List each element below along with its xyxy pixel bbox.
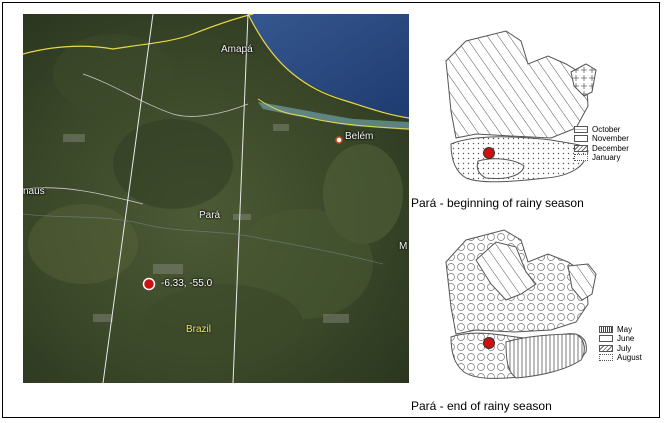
- legend-label: May: [617, 325, 633, 335]
- belem-city-dot: [335, 136, 343, 144]
- legend-label: December: [592, 143, 629, 153]
- map-label-belem: Belém: [345, 131, 374, 142]
- legend-swatch: [574, 126, 588, 134]
- legend-label: August: [617, 353, 642, 363]
- caption-beginning: Pará - beginning of rainy season: [411, 196, 584, 210]
- marker-coordinates: -6.33, -55.0: [161, 278, 213, 289]
- location-marker: [142, 277, 156, 291]
- legend-end: May June July August: [599, 325, 642, 362]
- legend-label: January: [592, 153, 621, 163]
- legend-swatch: [599, 354, 613, 362]
- para-beginning-map: [445, 30, 597, 183]
- map-label-edge: M: [399, 241, 408, 252]
- map-label-amapa: Amapá: [221, 44, 253, 55]
- map-label-manaus: naus: [23, 186, 45, 197]
- map-label-para: Pará: [199, 210, 221, 221]
- para-marker-1: [483, 147, 495, 159]
- legend-label: July: [617, 343, 632, 353]
- legend-swatch: [574, 154, 588, 162]
- legend-label: October: [592, 125, 621, 135]
- para-marker-2: [483, 337, 495, 349]
- legend-swatch: [574, 144, 588, 152]
- legend-swatch: [574, 135, 588, 143]
- caption-end: Pará - end of rainy season: [411, 399, 552, 413]
- legend-swatch: [599, 344, 613, 352]
- para-end-map: [445, 229, 597, 379]
- satellite-map[interactable]: Amapá Belém naus Pará M -6.33, -55.0 Bra…: [23, 14, 409, 383]
- legend-swatch: [599, 326, 613, 334]
- legend-label: November: [592, 134, 629, 144]
- legend-beginning: October November December January: [574, 125, 629, 162]
- legend-swatch: [599, 335, 613, 343]
- map-label-brazil: Brazil: [186, 324, 212, 335]
- legend-label: June: [617, 334, 635, 344]
- satellite-imagery: [23, 14, 409, 383]
